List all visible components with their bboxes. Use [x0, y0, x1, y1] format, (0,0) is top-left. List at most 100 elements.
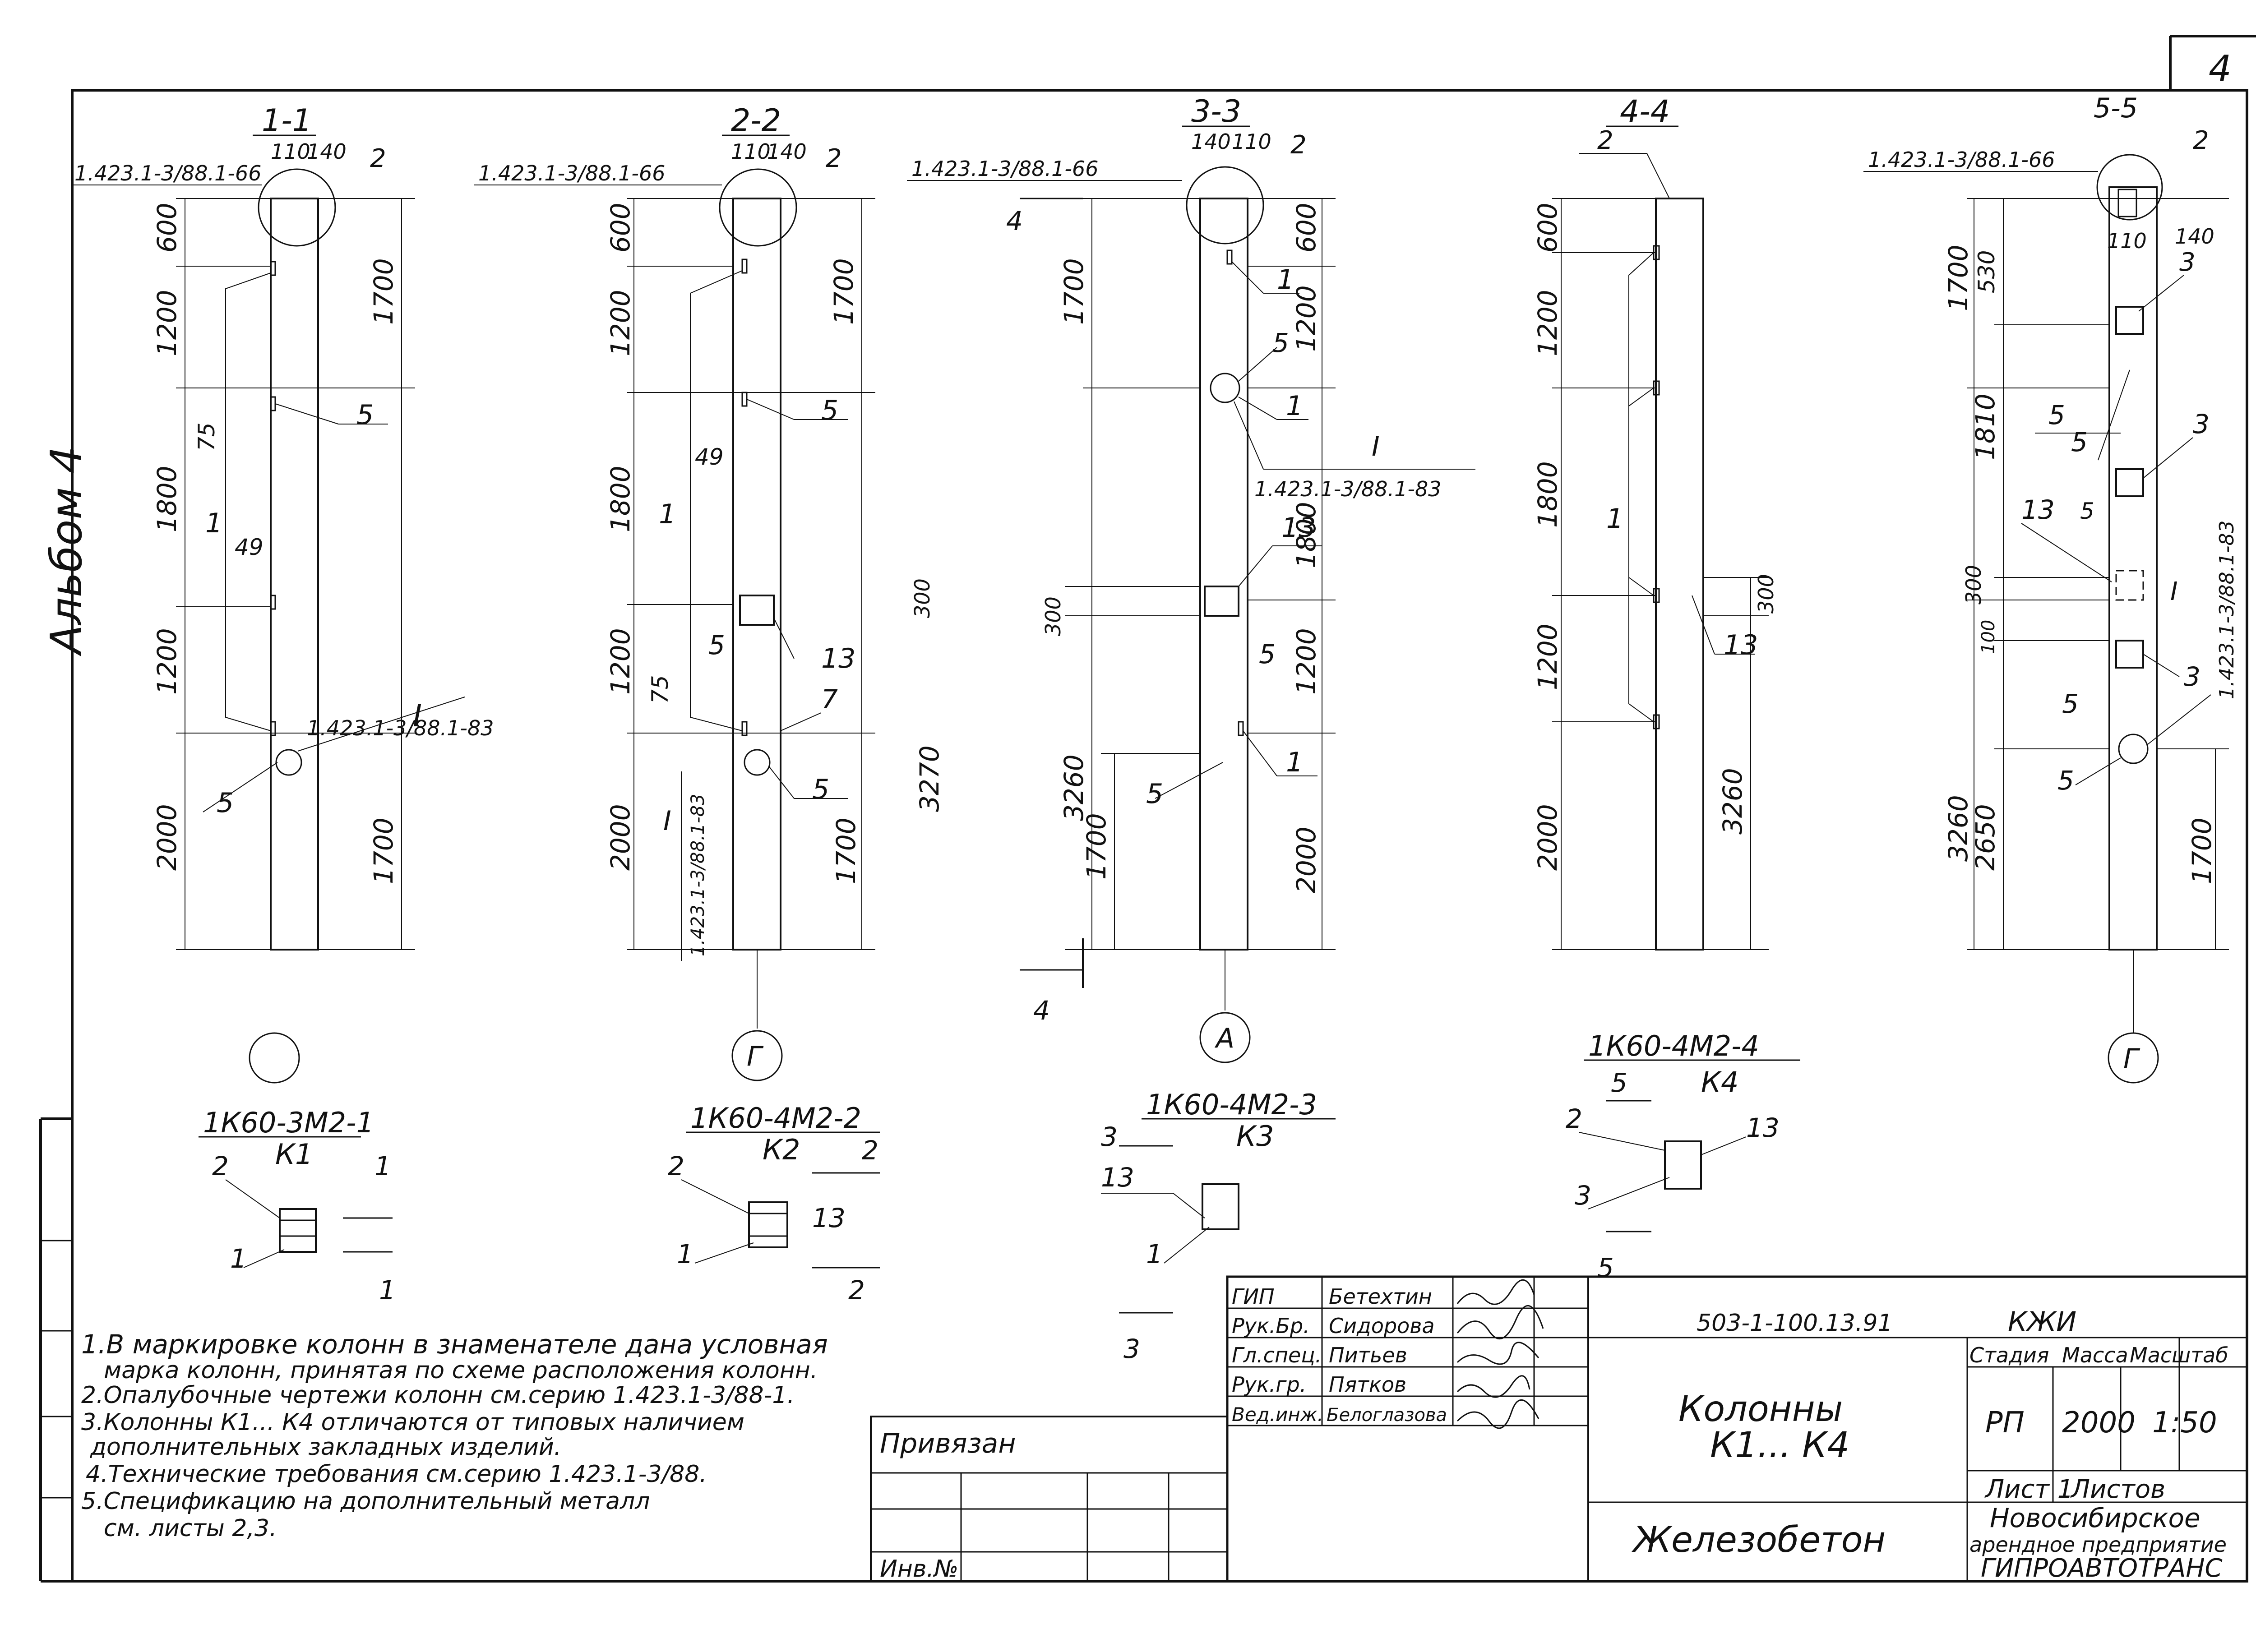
plan-callout: 13 [1746, 1112, 1780, 1143]
dim: 1800 [1291, 502, 1322, 568]
callout: 5 [1272, 328, 1289, 358]
dim: 1800 [605, 466, 636, 532]
section-title: 1-1 [262, 103, 312, 138]
callout: 5 [821, 395, 838, 426]
material: Железобетон [1632, 1520, 1886, 1560]
dim: 600 [605, 203, 636, 253]
dim: 1700 [2187, 817, 2217, 884]
dim: 100 [1978, 620, 1999, 654]
offset-left: 110 [271, 139, 310, 164]
name: Сидорова [1329, 1314, 1435, 1338]
section-title: 4-4 [1620, 94, 1670, 129]
album-label: Альбом 4 [42, 446, 92, 657]
section-title: 5-5 [2094, 92, 2138, 124]
callout: 13 [1724, 629, 1758, 661]
note-line: 4.Технические требования см.серию 1.423.… [86, 1461, 707, 1488]
sheet-label: Лист 1 [1984, 1475, 2073, 1504]
callout: 1 [659, 498, 676, 530]
offset-right: 140 [2175, 224, 2214, 249]
column-elevation [2108, 186, 2158, 951]
mark-number: 1К60-4М2-4 [1588, 1029, 1759, 1062]
role: ГИП [1232, 1284, 1275, 1309]
detail-circle [719, 168, 797, 247]
detail-circle [1186, 166, 1264, 245]
dim: 3260 [1943, 795, 1974, 862]
dim: 1700 [1943, 245, 1974, 311]
callout: 5 [2048, 400, 2065, 430]
callout: 1 [1606, 503, 1623, 535]
role: Вед.инж. [1232, 1403, 1323, 1426]
column-elevation [732, 198, 781, 951]
section-arrow-label: 1 [379, 1275, 396, 1306]
section-2-2: 2-2 1.423.1-3/88.1-66 110 140 2 600 1200… [474, 103, 945, 1306]
dim: 3260 [1059, 754, 1089, 821]
ref-bottom: 1.423.1-3/88.1-83 [307, 716, 494, 740]
dim: 2000 [1291, 826, 1322, 893]
role: Рук.Бр. [1232, 1314, 1310, 1338]
callout: 13 [821, 643, 855, 674]
dim: 300 [1041, 596, 1065, 636]
mark-number: 1К60-3М2-1 [203, 1106, 374, 1139]
dim: 1200 [1532, 623, 1563, 690]
plan-callout: 3 [1575, 1180, 1591, 1211]
callout: 5 [2057, 765, 2074, 796]
plan-callout: 13 [812, 1203, 846, 1233]
plan-section [1202, 1183, 1239, 1230]
callout-2: 2 [370, 144, 386, 173]
doc-title-line2: К1... К4 [1710, 1425, 1849, 1466]
name: Питьев [1329, 1343, 1407, 1367]
dim-small: 75 [194, 422, 220, 451]
mark-code: К2 [763, 1133, 800, 1166]
section-arrow-label: 2 [848, 1275, 865, 1306]
callout: 5 [2080, 498, 2094, 524]
offset-right: 140 [767, 139, 807, 164]
plan-section [279, 1208, 317, 1253]
dim: 1700 [1059, 258, 1089, 325]
dim: 1200 [152, 628, 182, 695]
offset-left: 140 [1191, 129, 1231, 154]
section-4-4: 4-4 2 600 1200 1800 1200 2000 300 3260 1 [1532, 94, 1800, 1283]
callout: 1 [205, 508, 222, 539]
callout: 7 [821, 684, 838, 715]
dim: 1700 [368, 258, 399, 325]
ref-mark: I [663, 805, 671, 837]
dim: 300 [910, 578, 934, 618]
page-number: 4 [2209, 48, 2232, 90]
dim-small: 49 [695, 444, 724, 470]
scale-header: Масштаб [2130, 1343, 2228, 1367]
axis-label: Г [747, 1041, 764, 1072]
ref-bottom: 1.423.1-3/88.1-83 [2215, 521, 2238, 699]
axis-bubble [1199, 1012, 1251, 1063]
callout: 5 [356, 399, 374, 431]
callout: 5 [217, 787, 234, 819]
section-arrow-label: 3 [1123, 1334, 1140, 1364]
ref-bottom: 1.423.1-3/88.1-83 [688, 794, 708, 956]
doc-mark: КЖИ [2008, 1306, 2076, 1338]
inventory-label: Инв.№ [880, 1555, 958, 1583]
offset-right: 140 [307, 139, 347, 164]
note-line: дополнительных закладных изделий. [90, 1434, 561, 1461]
ref-top: 1.423.1-3/88.1-66 [911, 157, 1099, 181]
callout: 3 [2179, 248, 2196, 277]
callout: 3 [2184, 661, 2201, 692]
callout: 13 [2021, 494, 2055, 525]
dim: 1200 [1532, 290, 1563, 356]
callout-2: 2 [2193, 126, 2209, 155]
section-arrow-label: 1 [374, 1151, 391, 1181]
role: Рук.гр. [1232, 1372, 1306, 1397]
callout: 5 [1146, 778, 1163, 810]
dim: 3260 [1717, 768, 1748, 835]
binding-box: Привязан Инв.№ [870, 1416, 1228, 1583]
callout: 5 [812, 774, 829, 805]
note-line: см. листы 2,3. [104, 1515, 277, 1542]
section-title: 2-2 [731, 103, 781, 138]
offset-right: 110 [1232, 129, 1271, 154]
sheets-label: Листов [2070, 1475, 2165, 1504]
column-elevation [1655, 198, 1704, 951]
offset-left: 110 [731, 139, 771, 164]
ref-top: 1.423.1-3/88.1-66 [1868, 148, 2055, 172]
column-elevation [270, 198, 319, 951]
plan-callout: 1 [677, 1239, 693, 1269]
org-line2: арендное предприятие [1969, 1532, 2227, 1557]
